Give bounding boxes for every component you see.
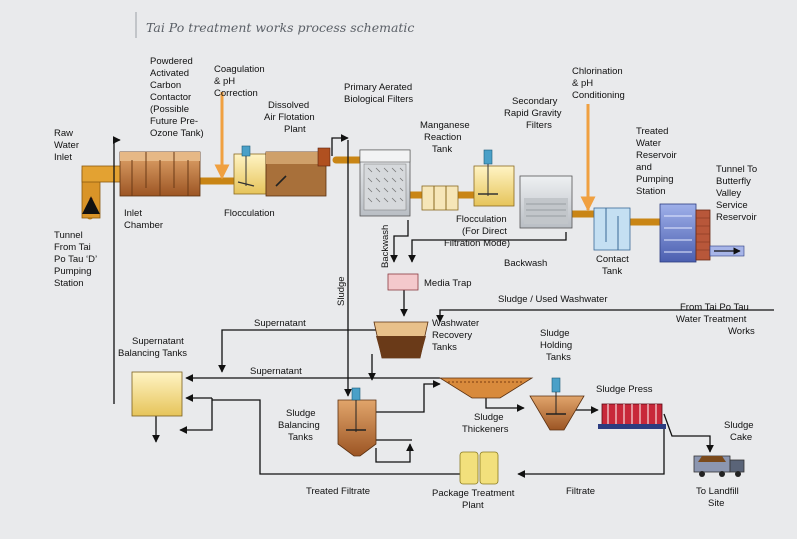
- label-supernatant-1: Supernatant: [254, 318, 306, 329]
- daf-plant-tank: [265, 147, 331, 197]
- treated-water-reservoir: [659, 203, 697, 263]
- supernatant-balancing-tank: [131, 371, 183, 417]
- sludge-balancing-drain: [375, 443, 414, 463]
- label-filtrate: Filtrate: [566, 486, 595, 497]
- sludge-press: [598, 403, 666, 429]
- label-washwater-recovery: Washwater Recovery Tanks: [432, 318, 482, 353]
- secondary-filters-tank: [519, 175, 573, 229]
- label-sludge-balancing: Sludge Balancing Tanks: [278, 408, 322, 443]
- sludge-to-thickener-line: [360, 380, 441, 413]
- label-backwash-horizontal: Backwash: [504, 258, 547, 269]
- label-treated-filtrate: Treated Filtrate: [306, 486, 370, 497]
- treated-filtrate-line: [212, 399, 460, 475]
- label-flocculation-2: Flocculation (For Direct Filtration Mode…: [444, 214, 510, 249]
- label-sludge-vertical: Sludge: [336, 276, 347, 306]
- primary-filters-tank: [359, 149, 411, 217]
- label-raw-water-inlet: Raw Water Inlet: [54, 128, 82, 163]
- package-treatment-plant: [459, 451, 499, 485]
- label-primary-filters: Primary Aerated Biological Filters: [344, 82, 415, 105]
- label-inlet-chamber: Inlet Chamber: [124, 208, 163, 231]
- label-media-trap: Media Trap: [424, 278, 472, 289]
- label-secondary-filters: Secondary Rapid Gravity Filters: [504, 96, 564, 131]
- manganese-reaction-tank: [421, 185, 459, 211]
- backwash-horizontal-line: [408, 232, 567, 263]
- flocculation-tank-1: [233, 145, 267, 195]
- label-supernatant-balancing: Supernatant Balancing Tanks: [118, 336, 187, 359]
- contact-tank: [593, 207, 631, 251]
- supernatant-return-line-2: [179, 398, 213, 434]
- label-tunnel-from: Tunnel From Tai Po Tau ‘D’ Pumping Stati…: [54, 230, 99, 289]
- label-sludge-press: Sludge Press: [596, 384, 653, 395]
- label-sludge-used-washwater: Sludge / Used Washwater: [498, 294, 607, 305]
- landfill-truck: [693, 455, 745, 477]
- label-from-tai-po-tau: From Tai Po Tau Water Treatment Works: [676, 302, 755, 337]
- label-coagulation: Coagulation & pH Correction: [214, 64, 267, 99]
- label-tunnel-to: Tunnel To Butterfly Valley Service Reser…: [716, 164, 760, 223]
- sludge-used-washwater-line: [436, 309, 774, 323]
- label-to-landfill: To Landfill Site: [696, 486, 741, 509]
- sludge-balancing-tank: [337, 387, 377, 457]
- label-treated-reservoir: Treated Water Reservoir and Pumping Stat…: [636, 126, 679, 197]
- supernatant-line-1: [218, 329, 380, 373]
- label-sludge-cake: Sludge Cake: [724, 420, 756, 443]
- daf-overflow-line: [331, 134, 349, 156]
- pac-contactor-tank: [119, 151, 201, 197]
- washwater-recovery-tank: [373, 321, 429, 359]
- diagram-title: Tai Po treatment works process schematic: [146, 20, 414, 35]
- sludge-holding-tank: [529, 377, 585, 431]
- label-manganese-tank: Manganese Reaction Tank: [420, 120, 472, 155]
- press-to-cake-line: [663, 413, 714, 453]
- sludge-thickener-tank: [438, 377, 534, 399]
- thickener-to-holding-line: [485, 396, 525, 412]
- raw-water-inlet-pipe: [81, 165, 123, 219]
- label-flocculation-1: Flocculation: [224, 208, 275, 219]
- label-supernatant-2: Supernatant: [250, 366, 302, 377]
- recycle-to-inlet-line: [112, 136, 121, 404]
- label-sludge-holding: Sludge Holding Tanks: [540, 328, 575, 363]
- label-pac-contactor: Powdered Activated Carbon Contactor (Pos…: [150, 56, 204, 139]
- label-backwash-vertical: Backwash: [380, 225, 391, 268]
- outlet-tower: [695, 209, 745, 261]
- label-chlorination: Chlorination & pH Conditioning: [572, 66, 625, 101]
- filtrate-line: [517, 427, 665, 478]
- label-package-plant: Package Treatment Plant: [432, 488, 517, 511]
- label-daf-plant: Dissolved Air Flotation Plant: [264, 100, 317, 135]
- flocculation-tank-2: [473, 149, 515, 207]
- label-contact-tank: Contact Tank: [596, 254, 631, 277]
- label-sludge-thickeners: Sludge Thickeners: [462, 412, 509, 435]
- media-trap-box: [387, 273, 419, 291]
- backwash-vertical-line: [390, 220, 409, 263]
